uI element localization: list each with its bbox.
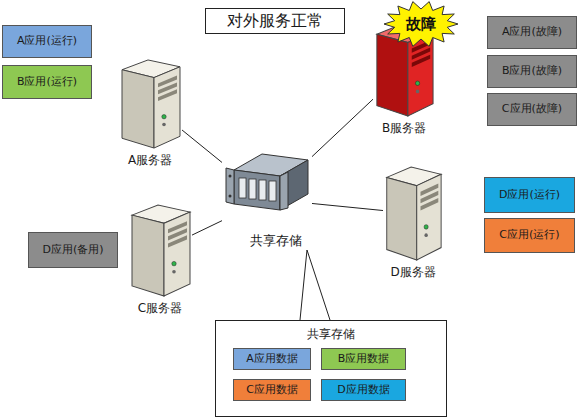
app-box: A应用(运行) [2,25,92,58]
box-text: A应用(故障) [502,26,562,38]
server-label: D服务器 [353,264,473,281]
callout-box: 共享存储 A应用数据 B应用数据 C应用数据 D应用数据 [215,320,447,417]
box-text: A应用数据 [246,353,298,365]
server-label: B服务器 [343,120,465,137]
box-text: D应用数据 [337,384,389,396]
server-node: A服务器 [118,58,182,150]
app-box: D应用(运行) [484,177,575,213]
connector-line [312,203,383,210]
storage-icon [222,148,312,218]
box-text: B应用(运行) [17,76,77,88]
callout-heading: 共享存储 [216,326,446,343]
box-text: D应用(运行) [499,189,560,201]
connector-line [192,221,222,235]
server-label: A服务器 [88,152,212,169]
server-label: C服务器 [98,300,222,317]
app-box: A应用(故障) [487,16,577,49]
app-box: B应用(运行) [2,65,92,99]
connector-line [312,99,373,156]
server-icon [118,58,182,150]
connector-line [182,130,222,162]
storage-node: 共享存储 [222,148,312,250]
server-icon [383,165,443,262]
server-node: C服务器 [128,203,192,298]
server-node: D服务器 [383,165,443,262]
box-text: D应用(备用) [42,244,103,256]
box-text: B应用(故障) [502,65,562,77]
fault-text: 故障 [383,15,459,34]
box-text: C应用(故障) [502,103,562,115]
box-text: C应用数据 [246,384,298,396]
app-box: B应用数据 [321,348,406,370]
box-text: B应用数据 [338,353,390,365]
app-box: C应用(运行) [484,218,575,253]
app-box: D应用数据 [321,379,406,401]
fault-burst: 故障 [383,0,459,48]
app-box: C应用数据 [233,379,311,401]
connector-line [300,250,330,320]
box-text: C应用(运行) [499,229,559,241]
app-box: B应用(故障) [487,55,577,88]
storage-label: 共享存储 [250,232,302,250]
diagram-title: 对外服务正常 [205,8,345,34]
server-icon [128,203,192,298]
box-text: A应用(运行) [17,35,77,47]
app-box: A应用数据 [233,348,311,370]
app-box: D应用(备用) [28,232,118,268]
app-box: C应用(故障) [487,93,577,126]
